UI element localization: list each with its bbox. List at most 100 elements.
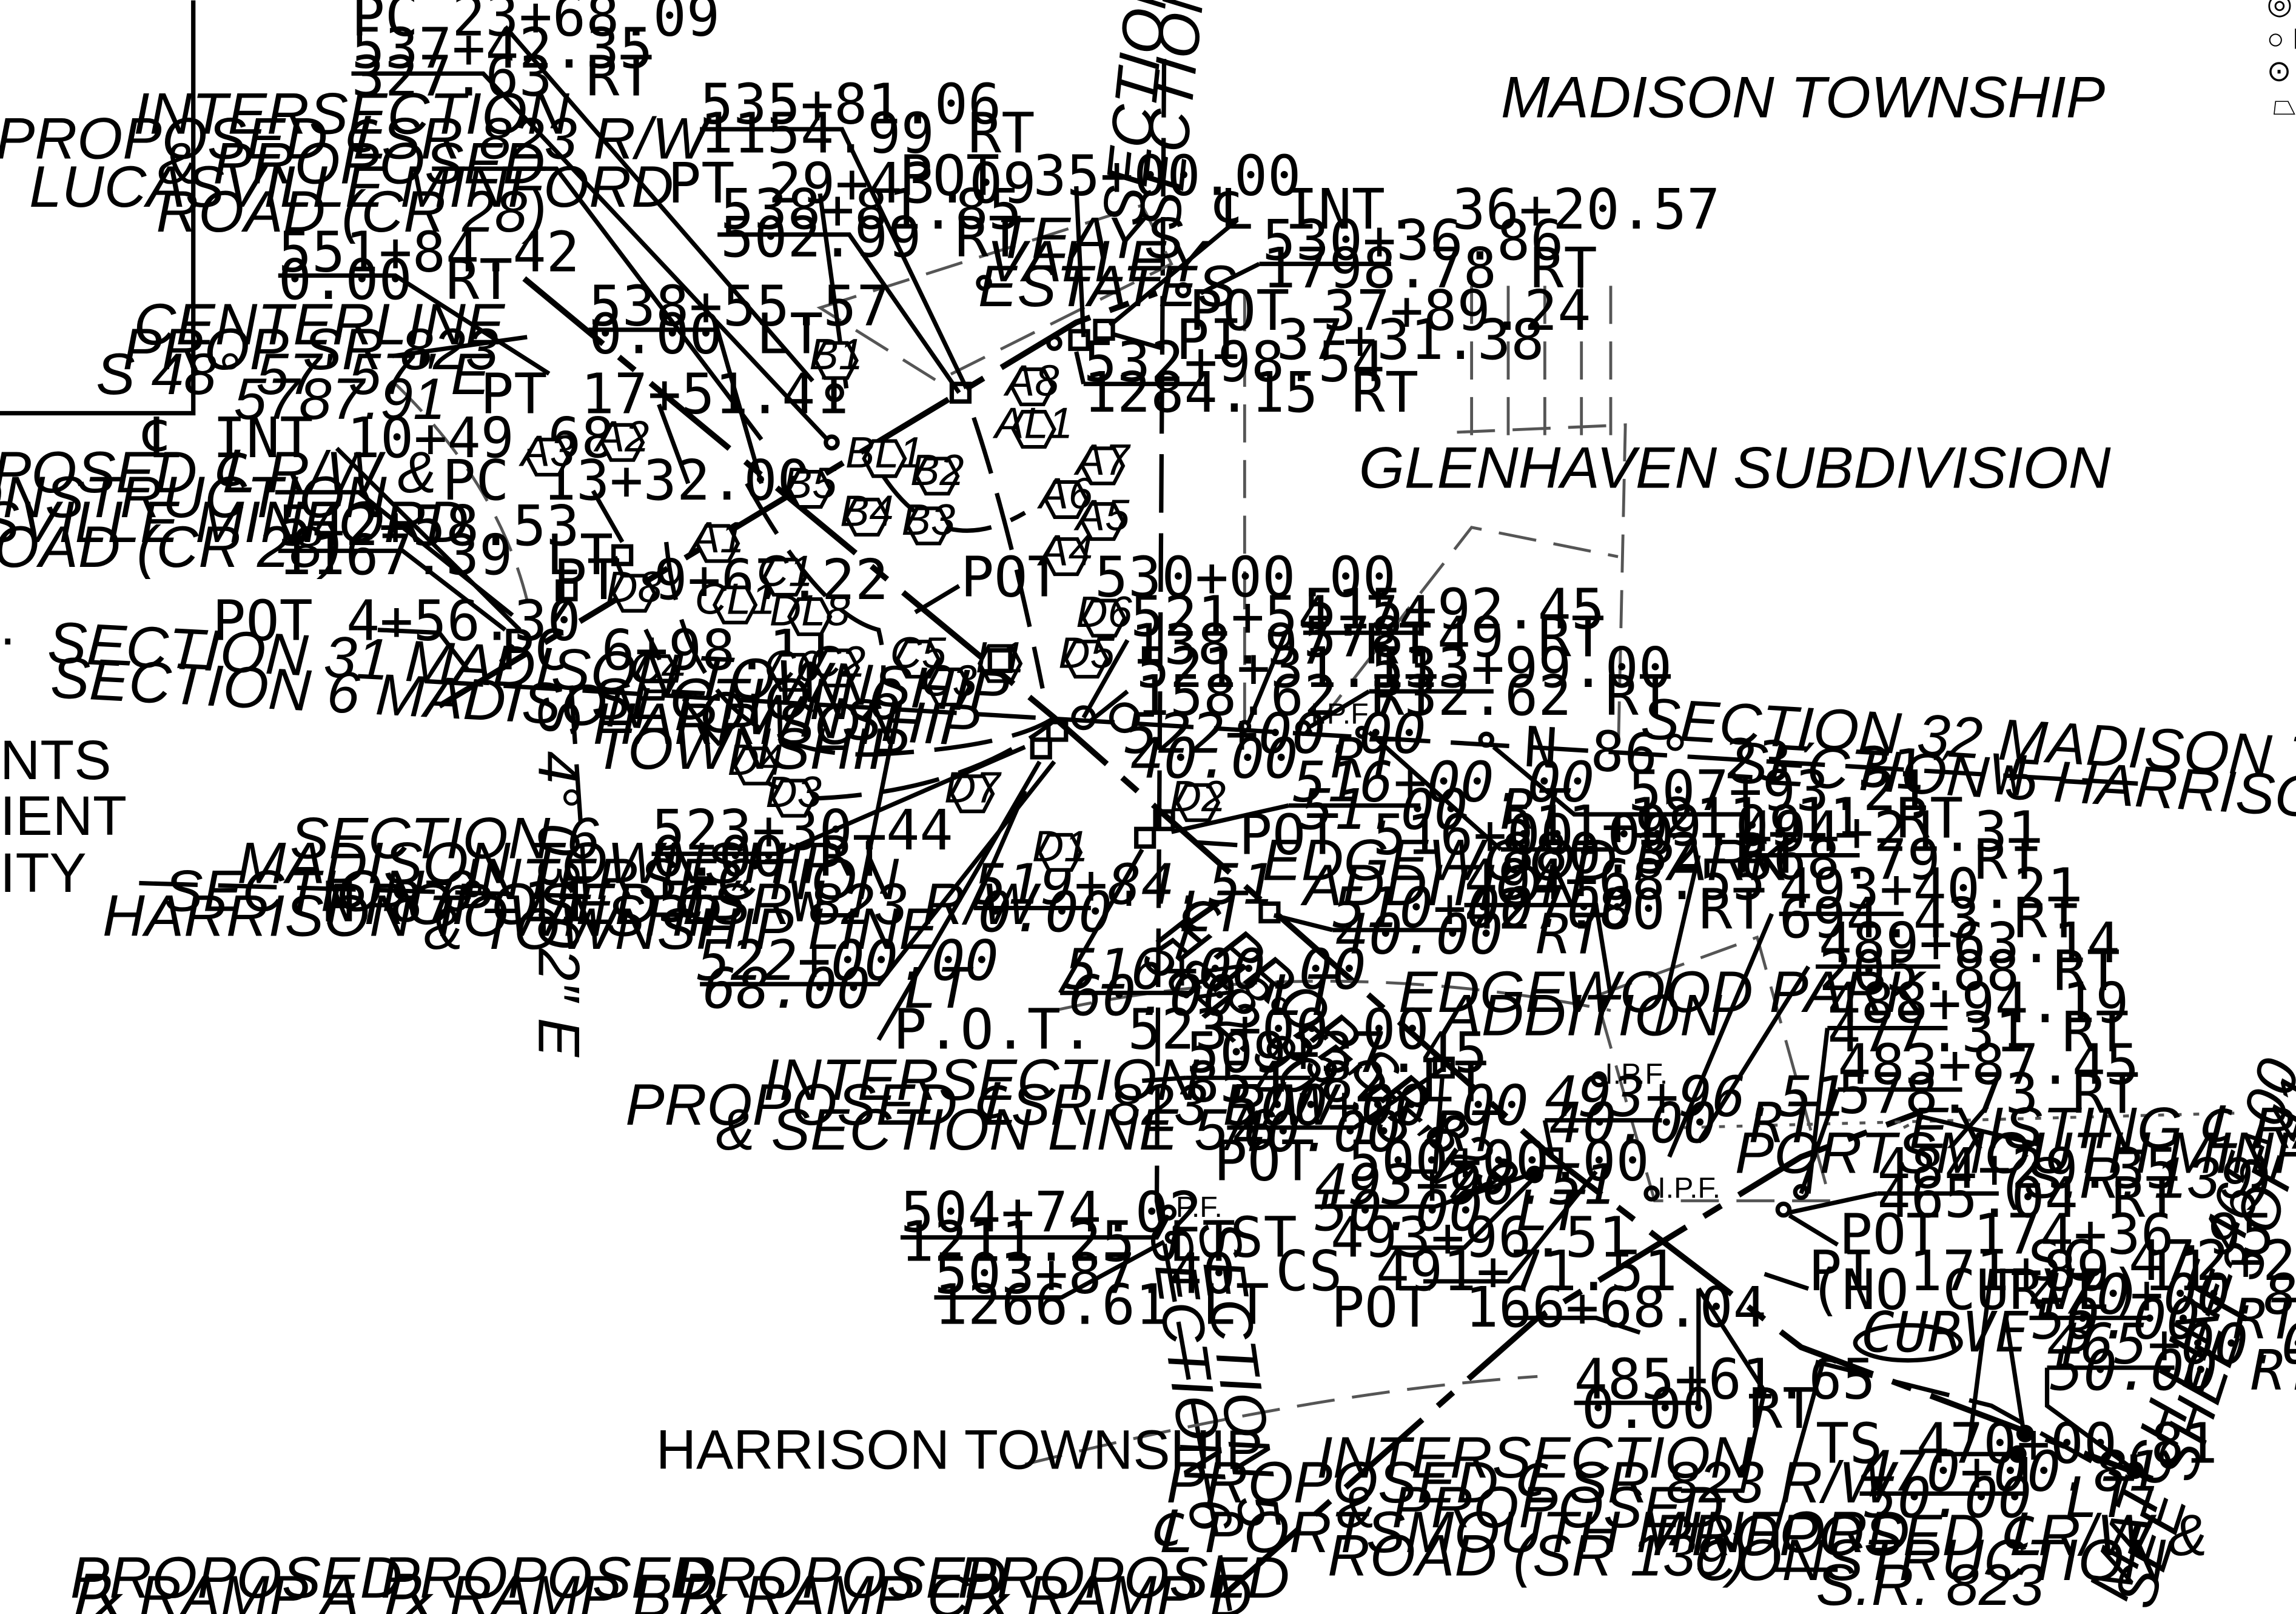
leader-line xyxy=(2044,1365,2175,1469)
station-label: 530+36.86 xyxy=(1262,208,1563,273)
leader-line xyxy=(1464,903,1613,997)
station-label: CS 491+71.51 xyxy=(1275,1239,1677,1304)
station-label: POT 37+89.24 xyxy=(1189,278,1591,343)
property-line-1 xyxy=(394,383,529,601)
point-marker-a5 xyxy=(1079,502,1126,541)
station-label: 510+00.00 xyxy=(1332,876,1634,940)
point-marker-d8 xyxy=(611,574,657,613)
leader-line xyxy=(1967,1268,2021,1443)
point-marker-label: D5 xyxy=(1058,629,1115,678)
offset-label: 465.04 RT xyxy=(1877,1165,2178,1230)
point-marker-b4 xyxy=(844,497,890,537)
point-marker-bl1 xyxy=(862,439,907,478)
leader-line xyxy=(1245,631,1421,726)
leader-line xyxy=(1074,351,1208,386)
point-marker-label: AL1 xyxy=(992,399,1073,448)
monument-box-icon xyxy=(1046,720,1069,742)
iron-pin-tag: I.P.F. xyxy=(1657,1172,1720,1205)
leader-line xyxy=(591,489,625,543)
leader-line xyxy=(1764,1271,1810,1291)
station-label: POT 500+00.00 xyxy=(1214,1129,1650,1194)
offset-label: 1798.78 RT xyxy=(1262,236,1597,301)
point-marker-b1 xyxy=(813,341,859,380)
leader-line xyxy=(1200,261,1391,295)
monument-point xyxy=(825,383,844,403)
intersection-note-twp: INTERSECTION PROPOSED ℄SR 823 R/W & TOWN… xyxy=(325,732,1041,962)
leader-line xyxy=(1655,853,1860,1033)
point-marker-label: B4 xyxy=(840,486,894,535)
point-marker-c4 xyxy=(634,654,680,694)
offset-label: 0.00 RT xyxy=(1582,1376,1816,1441)
offset-label: 732.62 RT xyxy=(1371,663,1672,728)
point-marker-label: C4 xyxy=(629,643,686,692)
station-label: 483+87.45 xyxy=(1838,1032,2139,1097)
station-label: POT 4+56.30 xyxy=(212,589,581,654)
station-label: 489+63.14 xyxy=(1819,911,2120,976)
leader-line xyxy=(1788,1191,1999,1215)
point-marker-label: D1 xyxy=(1032,822,1089,871)
leader-line xyxy=(432,166,764,441)
station-label: PI 37+31.38 xyxy=(1176,307,1545,372)
iron-pin xyxy=(1793,1184,1810,1200)
margin-text: ITY xyxy=(0,842,87,904)
leader-line xyxy=(934,1239,1166,1300)
note-line: & TOWNSHIP LINE xyxy=(424,897,939,962)
leader-line xyxy=(1799,1087,1962,1194)
monument-box-icon xyxy=(611,544,634,566)
iron-pin xyxy=(1164,1231,1178,1244)
point-marker-l1 xyxy=(977,644,1023,683)
monument-box-icon xyxy=(1432,1056,1455,1079)
point-marker-al1 xyxy=(1011,410,1056,449)
iron-pin xyxy=(1238,720,1252,734)
point-marker-label: A7 xyxy=(1073,435,1131,484)
note-line: INTERSECTION xyxy=(763,1048,1199,1113)
station-label: 537+42.35 xyxy=(351,16,653,81)
survey-target xyxy=(1071,705,1096,731)
intersection-note-section: INTERSECTION PROPOSED ℄SR 823 R/W & SECT… xyxy=(625,1048,1341,1162)
point-marker-label: C3 xyxy=(921,656,977,705)
station-label: POT 530+00.00 xyxy=(961,544,1396,609)
station-label: 551+84.42 xyxy=(278,219,580,284)
leader-line xyxy=(717,232,961,394)
point-marker-label: BL1 xyxy=(845,428,924,477)
point-marker-d7 xyxy=(950,774,995,814)
offset-label: 50.00 RT xyxy=(2050,1338,2296,1403)
monument-box-icon xyxy=(1153,809,1175,831)
monument-box-icon xyxy=(1093,318,1115,341)
iron-pin xyxy=(1478,731,1495,748)
leader-line xyxy=(1508,1316,1641,1335)
offset-label: 158.62 RT xyxy=(1136,663,1438,728)
leader-line xyxy=(1273,913,1465,933)
iron-pin xyxy=(1046,335,1062,351)
monument-box-icon xyxy=(556,579,578,601)
ramp-label: PROPOSED xyxy=(675,1545,1007,1610)
centerline-sr139 xyxy=(1220,1110,1919,1599)
proposed-sr823-note: PROPOSED ℄R/W & CONSTRUCTION S.R. 823 xyxy=(1653,1361,2207,1614)
point-marker-a2 xyxy=(599,423,645,462)
station-label: 500+00.00 xyxy=(1227,1073,1528,1138)
iron-pin xyxy=(1160,1204,1177,1221)
station-label: 516+00.00 xyxy=(1064,937,1366,1002)
point-marker-c6 xyxy=(770,652,815,692)
legend-item: ◎ I. xyxy=(2267,0,2296,20)
margin-text: IENT xyxy=(0,785,127,847)
leader-line xyxy=(588,327,764,484)
station-label: 516+00.00 xyxy=(1293,749,1594,814)
leader-line xyxy=(1918,1113,2042,1148)
point-marker-label: A5 xyxy=(1073,491,1130,540)
point-marker-cl1 xyxy=(712,585,758,625)
note-line: ROAD (CR 28) xyxy=(156,179,547,244)
point-marker-label: B2 xyxy=(910,446,964,495)
leader-line xyxy=(1058,848,1189,996)
point-marker-d4 xyxy=(733,746,779,786)
legend: ◎ I. ○ M.N ⊙ P.K. ⏢ xyxy=(2267,0,2296,121)
leader-line xyxy=(1423,1170,1598,1284)
intersection-note-cr28: INTERSECTION PROPOSED ℄SR 823 R/W & PROP… xyxy=(0,81,764,441)
note-line: ROAD (CR 28) xyxy=(0,515,341,580)
leader-line xyxy=(700,127,968,390)
monument-markers xyxy=(556,318,1563,1170)
area-label: VALLEY xyxy=(987,229,1209,294)
station-callouts: PC 23+68.09 537+42.35 327.63 RT 535+81.0… xyxy=(143,0,2296,1530)
point-marker-label: CL1 xyxy=(695,574,776,623)
leader-line xyxy=(900,1214,1170,1240)
